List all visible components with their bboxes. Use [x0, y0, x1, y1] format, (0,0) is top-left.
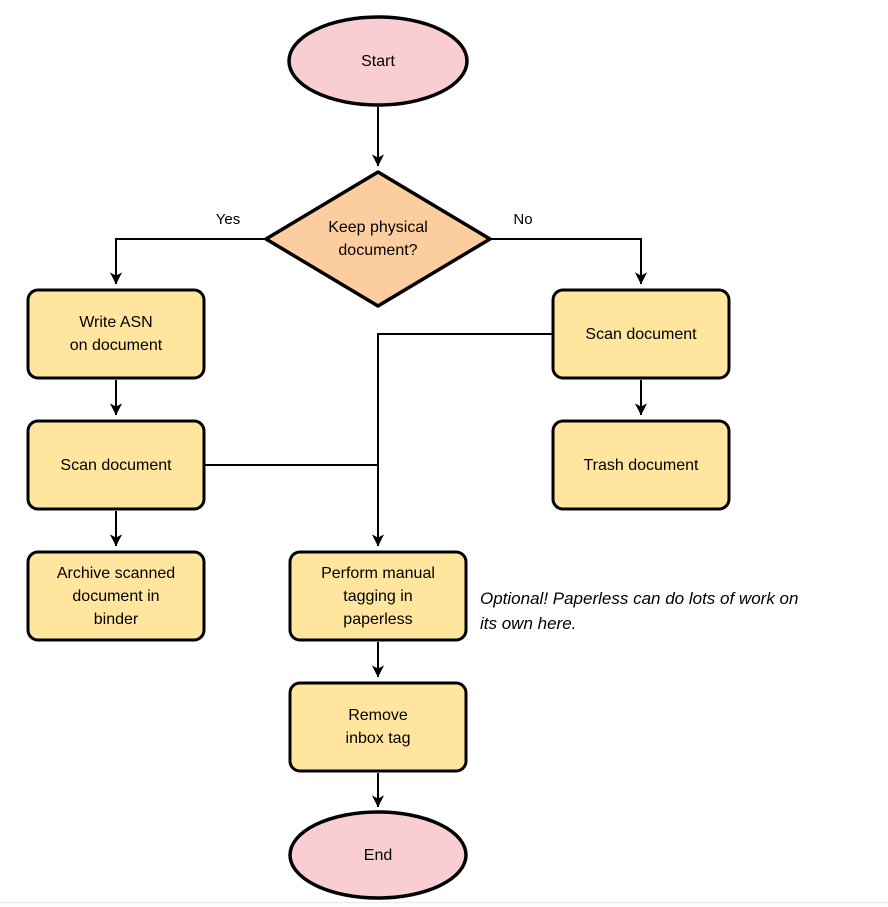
- node-write-asn-shape: [26, 288, 206, 380]
- node-trash-label: Trash document: [583, 456, 699, 474]
- node-end-label: End: [363, 846, 393, 864]
- node-decision-label: Keep physical document?: [328, 219, 428, 259]
- node-write-asn-label: Write ASN on document: [69, 314, 163, 354]
- node-scan-right-shape: [551, 288, 731, 380]
- edge-decision-no-to-scan-right: [490, 238, 648, 285]
- node-perform-tagging-shape: [288, 550, 468, 642]
- page-bottom-divider: [0, 902, 888, 907]
- nodes: [26, 15, 731, 900]
- node-start-label: Start: [361, 52, 395, 70]
- node-archive-shape: [26, 550, 206, 642]
- optional-note-text: Optional! Paperless can do lots of work …: [480, 589, 799, 633]
- edge-label-yes: Yes: [215, 211, 241, 228]
- node-remove-inbox-tag-label: Remove inbox tag: [345, 707, 411, 747]
- node-perform-tagging-label: Perform manual tagging in paperless: [321, 564, 435, 628]
- node-remove-inbox-tag-shape: [288, 681, 468, 773]
- edge-label-no: No: [513, 211, 533, 228]
- node-start-shape: [287, 15, 469, 107]
- node-scan-right-label: Scan document: [585, 325, 697, 343]
- node-end-shape: [288, 810, 468, 900]
- edge-decision-yes-to-write-asn: [109, 238, 266, 285]
- node-scan-left-shape: [26, 419, 206, 511]
- node-decision-shape: [264, 170, 492, 308]
- node-archive-label: Archive scanned document in binder: [56, 564, 176, 628]
- edges: [109, 107, 648, 808]
- node-scan-left-label: Scan document: [60, 456, 172, 474]
- node-trash-shape: [551, 419, 731, 511]
- edge-scan-right-to-perform-tagging: [371, 333, 553, 547]
